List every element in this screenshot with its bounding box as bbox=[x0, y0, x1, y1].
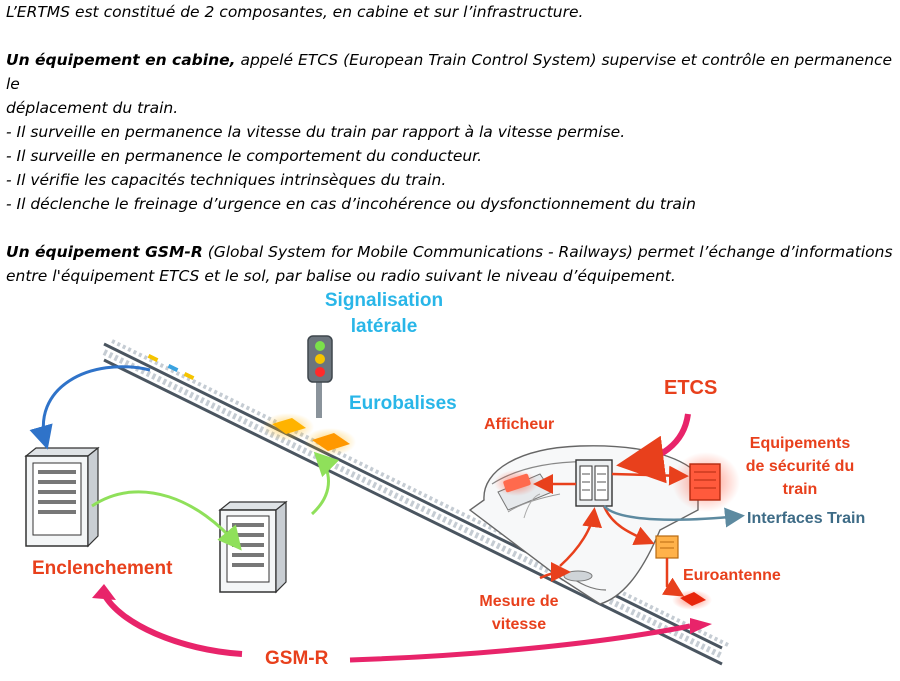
label-enclenchement: Enclenchement bbox=[32, 558, 173, 579]
track-balises bbox=[147, 354, 195, 380]
arrow-etcs-pink bbox=[616, 413, 691, 484]
arrow-speed-to-etcs bbox=[559, 507, 603, 567]
display-icon bbox=[503, 473, 531, 493]
label-mesure-vitesse-1: Mesure de bbox=[479, 593, 558, 610]
label-gsmr: GSM-R bbox=[265, 648, 329, 669]
label-afficheur: Afficheur bbox=[484, 416, 554, 433]
railway-track bbox=[102, 339, 729, 666]
bullet-3: - Il vérifie les capacités techniques in… bbox=[6, 171, 447, 189]
label-interfaces-train: Interfaces Train bbox=[747, 510, 865, 527]
bullet-4: - Il déclenche le freinage d’urgence en … bbox=[6, 195, 696, 213]
trackside-cabinet-icon bbox=[218, 500, 288, 594]
traffic-light-icon bbox=[307, 335, 333, 418]
gsmr-arrowhead-right bbox=[690, 618, 712, 634]
euroantenna-unit-icon bbox=[655, 535, 679, 559]
gsmr-arrowhead-left bbox=[92, 584, 116, 600]
gsmr-paragraph: Un équipement GSM-R (Global System for M… bbox=[6, 240, 896, 264]
safety-equipment-icon bbox=[672, 452, 740, 512]
label-mesure-vitesse-2: vitesse bbox=[492, 616, 546, 633]
ertms-diagram: Signalisation latérale Eurobalises Affic… bbox=[24, 290, 865, 669]
etcs-rest: appelé ETCS (European Train Control Syst… bbox=[6, 51, 893, 93]
label-equipements-2: de sécurité du bbox=[746, 458, 854, 475]
green-arrow-lower bbox=[91, 490, 242, 551]
green-arrow-upper bbox=[310, 451, 340, 516]
label-etcs: ETCS bbox=[664, 377, 717, 399]
text-block: L’ERTMS est constitué de 2 composantes, … bbox=[6, 0, 896, 288]
arrow-etcs-to-euroantenna bbox=[602, 505, 655, 546]
eurobalise-icon bbox=[262, 413, 356, 456]
label-equipements-1: Equipements bbox=[750, 435, 851, 452]
label-euroantenne: Euroantenne bbox=[683, 567, 781, 584]
interlocking-cabinet-icon bbox=[24, 446, 100, 548]
gsmr-lead: Un équipement GSM-R bbox=[6, 243, 203, 261]
etcs-paragraph: Un équipement en cabine, appelé ETCS (Eu… bbox=[6, 48, 896, 96]
label-equipements-3: train bbox=[783, 481, 818, 498]
bullet-2: - Il surveille en permanence le comporte… bbox=[6, 147, 483, 165]
intro-text: L’ERTMS est constitué de 2 composantes, … bbox=[6, 3, 584, 21]
label-signalisation-1: Signalisation bbox=[325, 290, 443, 311]
gsmr-line2: entre l'équipement ETCS et le sol, par b… bbox=[6, 267, 676, 285]
gsmr-arrow-left bbox=[101, 592, 243, 657]
gsmr-rest: (Global System for Mobile Communications… bbox=[202, 243, 893, 261]
label-eurobalises: Eurobalises bbox=[349, 393, 457, 414]
bullet-1: - Il surveille en permanence la vitesse … bbox=[6, 123, 626, 141]
blue-arrow bbox=[29, 365, 151, 450]
etcs-lead: Un équipement en cabine, bbox=[6, 51, 236, 69]
etcs-unit-icon bbox=[575, 459, 613, 507]
arrow-euroantenna-down bbox=[661, 558, 685, 597]
etcs-line2: déplacement du train. bbox=[6, 99, 179, 117]
gsmr-arrow-right bbox=[349, 623, 691, 663]
label-signalisation-2: latérale bbox=[351, 316, 418, 337]
arrow-interfaces-train bbox=[603, 505, 745, 528]
arrow-speed-sensor bbox=[539, 562, 571, 583]
